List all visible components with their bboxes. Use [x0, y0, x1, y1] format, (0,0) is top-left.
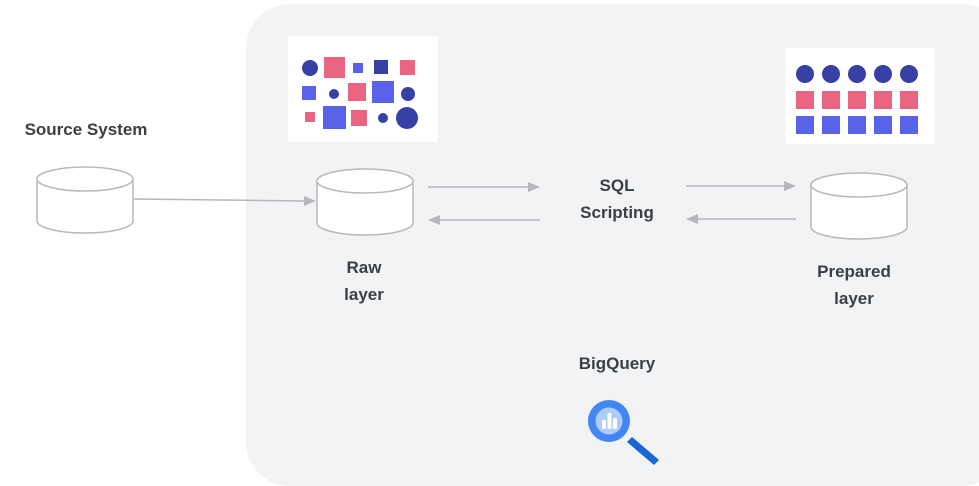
raw-data-card: [288, 36, 438, 142]
sql-scripting-label: SQL Scripting: [558, 172, 676, 226]
source-system-label: Source System: [24, 120, 148, 139]
prepared-layer-database-icon: [810, 172, 908, 240]
structured-data-icon: [796, 65, 918, 134]
prepared-layer-label: Prepared layer: [796, 258, 912, 312]
bigquery-label: BigQuery: [578, 354, 656, 373]
raw-layer-database-icon: [316, 168, 414, 236]
raw-label-line1: Raw: [346, 258, 382, 277]
bigquery-logo-icon: [588, 400, 659, 465]
prepared-label-line2: layer: [834, 289, 874, 308]
raw-layer-label: Raw layer: [314, 254, 414, 308]
prepared-label-line1: Prepared: [817, 262, 891, 281]
prepared-data-card: [785, 48, 935, 144]
sql-label-line1: SQL: [599, 176, 635, 195]
source-database-icon: [36, 166, 134, 234]
unstructured-data-icon: [302, 57, 418, 129]
raw-label-line2: layer: [344, 285, 384, 304]
sql-label-line2: Scripting: [580, 203, 654, 222]
